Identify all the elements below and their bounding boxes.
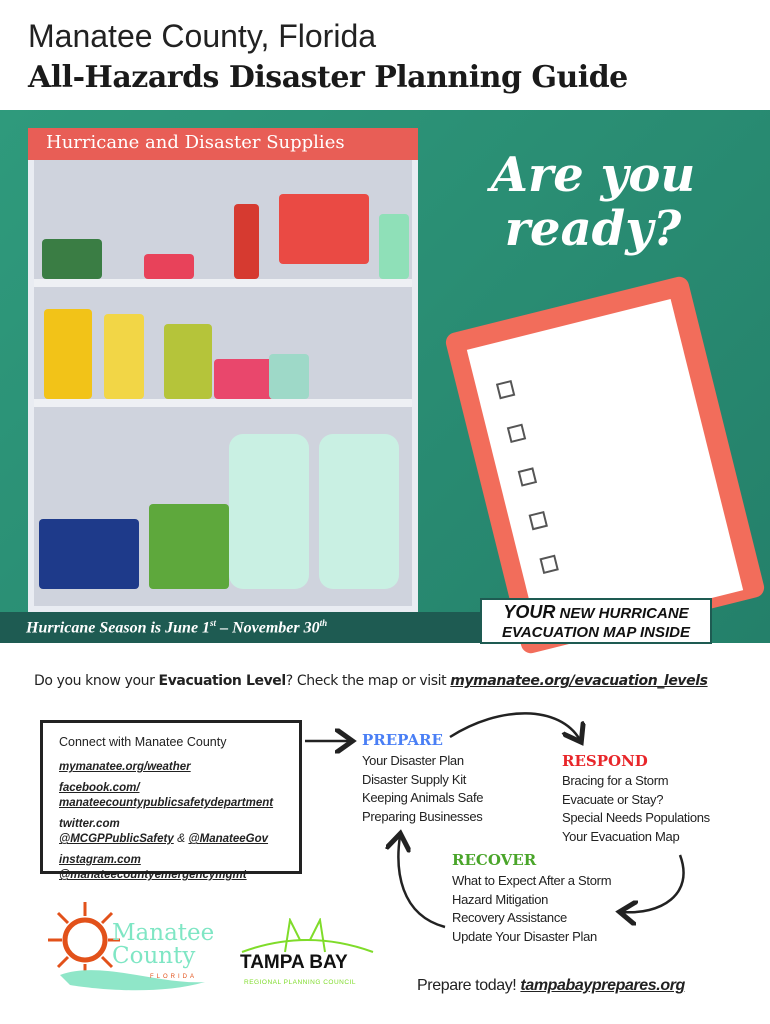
callout-bold: YOUR [503,602,556,622]
list-item: Your Disaster Plan [362,753,464,768]
manatee-logo-text: Manatee County [112,920,215,969]
facebook-link[interactable]: facebook.com/ [59,782,140,794]
manatee-sun-logo-icon [48,902,205,991]
instagram-link[interactable]: instagram.com [59,854,141,866]
supplies-heading: Hurricane and Disaster Supplies [28,128,418,160]
twitter-handle-link[interactable]: @MCGPPublicSafety [59,833,174,845]
season-text: – November 30 [216,619,320,637]
are-you-ready-heading: Are you ready? [490,147,696,257]
prepare-today: Prepare today! tampabayprepares.org [417,977,685,995]
title-guide: All-Hazards Disaster Planning Guide [28,60,628,95]
callout-text: NEW HURRICANE [555,605,689,622]
tampa-bay-logo-text: TAMPA BAY [240,952,348,973]
list-item: Recovery Assistance [452,910,567,925]
prepare-today-text: Prepare today! [417,977,521,994]
evacuation-levels-link[interactable]: mymanatee.org/evacuation_levels [450,673,708,689]
twitter-label: twitter.com [59,818,120,830]
recover-list: What to Expect After a Storm Hazard Miti… [452,872,612,946]
list-item: Preparing Businesses [362,808,483,824]
connect-title: Connect with Manatee County [59,735,227,749]
list-item: Hazard Mitigation [452,891,549,907]
supplies-shelf-illustration [28,128,418,612]
list-item: Evacuate or Stay? [562,791,664,807]
twitter-handle-link[interactable]: @ManateeGov [188,833,269,845]
q-text: ? Check the map or visit [285,673,451,689]
callout-text: EVACUATION MAP INSIDE [501,624,691,641]
instagram-link[interactable]: @manateecountyemergencymgmt [59,869,247,881]
list-item: Disaster Supply Kit [362,771,467,787]
evacuation-question: Do you know your Evacuation Level? Check… [34,673,708,689]
list-item: Bracing for a Storm [562,773,669,788]
q-bold: Evacuation Level [158,673,287,689]
season-sup: th [319,618,328,628]
list-item: Special Needs Populations [562,810,710,825]
list-item: Update Your Disaster Plan [452,928,597,944]
title-county: Manatee County, Florida [28,18,377,54]
connect-box: Connect with Manatee County mymanatee.or… [40,720,302,881]
facebook-link[interactable]: manateecountypublicsafetydepartment [59,797,274,809]
respond-heading: RESPOND [562,752,648,770]
season-text: Hurricane Season is June 1 [26,619,211,637]
list-item: Your Evacuation Map [562,828,680,844]
amp: & [173,831,189,845]
evacuation-map-callout: YOUR NEW HURRICANE EVACUATION MAP INSIDE [480,598,712,644]
tampa-bay-bridge-logo-icon [241,918,374,953]
manatee-logo-sub: FLORIDA [150,974,198,980]
q-text: Do you know your [34,673,159,689]
respond-list: Bracing for a Storm Evacuate or Stay? Sp… [562,772,710,846]
recover-heading: RECOVER [452,851,537,869]
list-item: What to Expect After a Storm [452,873,612,888]
prepare-heading: PREPARE [362,731,443,749]
hurricane-season-banner: Hurricane Season is June 1st – November … [0,612,480,643]
list-item: Keeping Animals Safe [362,790,484,805]
weather-link[interactable]: mymanatee.org/weather [59,761,191,773]
season-sup: st [210,618,217,628]
tampabayprepares-link[interactable]: tampabayprepares.org [520,977,685,994]
prepare-list: Your Disaster Plan Disaster Supply Kit K… [362,752,484,826]
tampa-bay-logo-sub: REGIONAL PLANNING COUNCIL [244,979,356,986]
